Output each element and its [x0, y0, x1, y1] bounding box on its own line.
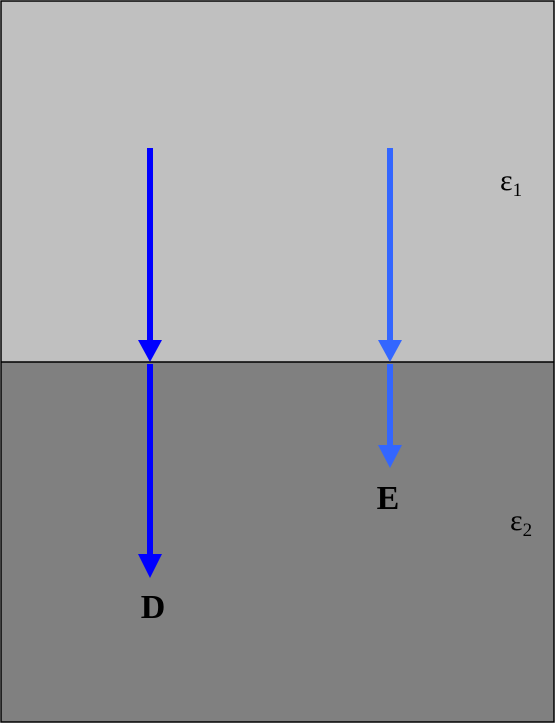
d-vector-lower [138, 364, 162, 578]
d-vector-lower-arrowhead [138, 554, 162, 578]
e-vector-upper-arrowhead [378, 340, 402, 362]
epsilon-2-symbol: ε [510, 504, 523, 537]
epsilon-1-subscript: 1 [513, 180, 523, 201]
e-vector-label: E [377, 480, 400, 517]
e-vector-lower-arrowhead [378, 445, 402, 468]
epsilon-2-subscript: 2 [523, 520, 533, 541]
upper-medium-region [1, 1, 554, 362]
epsilon-2-label: ε2 [510, 504, 532, 541]
d-vector-label: D [141, 589, 166, 626]
lower-medium-region [1, 362, 554, 722]
e-vector-lower [378, 364, 402, 468]
epsilon-1-symbol: ε [500, 164, 513, 197]
e-vector-upper [378, 148, 402, 362]
epsilon-1-label: ε1 [500, 164, 522, 201]
d-vector-upper [138, 148, 162, 362]
d-vector-upper-arrowhead [138, 340, 162, 362]
